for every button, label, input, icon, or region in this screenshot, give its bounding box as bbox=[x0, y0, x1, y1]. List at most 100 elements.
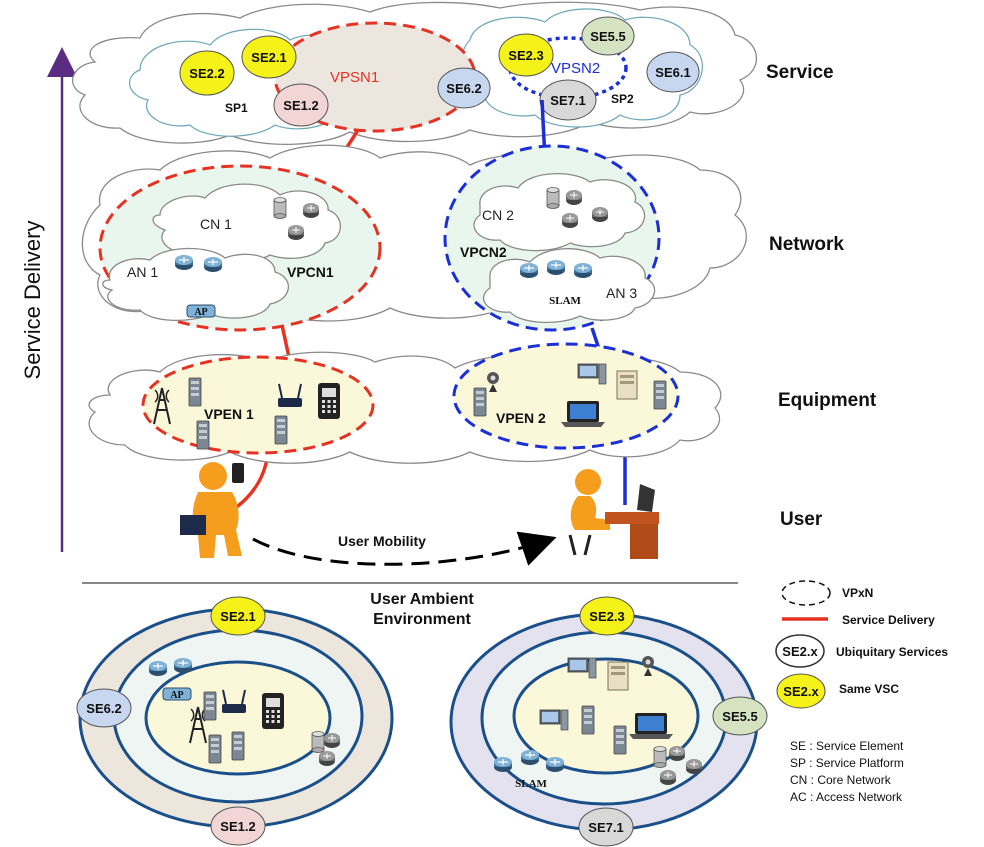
vpen2-label: VPEN 2 bbox=[496, 410, 546, 426]
ambient-left-se-left: SE6.2 bbox=[76, 688, 132, 728]
cn2-label: CN 2 bbox=[482, 207, 514, 223]
server-icon bbox=[613, 725, 627, 755]
router-icon bbox=[561, 212, 579, 229]
svg-text:SE2.x: SE2.x bbox=[783, 684, 819, 699]
svg-text:SE7.1: SE7.1 bbox=[588, 820, 623, 835]
svg-text:SE2.1: SE2.1 bbox=[251, 50, 286, 65]
ambient-title-line2: Environment bbox=[373, 611, 471, 628]
router-icon bbox=[546, 259, 566, 276]
vpsn2-label: VPSN2 bbox=[551, 60, 600, 77]
ambient-title-line1: User Ambient bbox=[370, 591, 474, 608]
router-icon bbox=[565, 189, 583, 206]
axis-label: Service Delivery bbox=[20, 221, 45, 380]
svg-text:Ubiquitary Services: Ubiquitary Services bbox=[836, 645, 948, 659]
layer-label-user: User bbox=[780, 509, 823, 530]
svg-text:SE2.1: SE2.1 bbox=[220, 609, 255, 624]
server-icon bbox=[581, 705, 595, 735]
router-icon bbox=[573, 262, 593, 279]
router-icon bbox=[519, 262, 539, 279]
user-mobility-arrow bbox=[252, 531, 557, 566]
router-icon bbox=[520, 749, 540, 766]
svg-text:SE1.2: SE1.2 bbox=[220, 819, 255, 834]
legend-abbr-cn: CN : Core Network bbox=[790, 773, 892, 787]
laptop-icon bbox=[629, 713, 673, 739]
cn1-label: CN 1 bbox=[200, 216, 232, 232]
vpcn1-label: VPCN1 bbox=[287, 264, 334, 280]
vpsn2-boundary bbox=[508, 36, 628, 100]
svg-text:SE7.1: SE7.1 bbox=[550, 93, 585, 108]
beige-pc-icon bbox=[607, 661, 629, 691]
svg-text:SE6.2: SE6.2 bbox=[86, 701, 121, 716]
server-icon bbox=[203, 691, 217, 721]
se-node-se2-3: SE2.3 bbox=[498, 33, 554, 77]
router-icon bbox=[545, 756, 565, 773]
svg-text:Same VSC: Same VSC bbox=[839, 682, 899, 696]
layer-label-network: Network bbox=[769, 234, 844, 255]
legend-abbr-ac: AC : Access Network bbox=[790, 790, 903, 804]
router-icon bbox=[287, 224, 305, 241]
legend-item-service-delivery: Service Delivery bbox=[782, 613, 935, 627]
cn2-cloud bbox=[473, 173, 646, 252]
ambient-left-se-top: SE2.1 bbox=[210, 596, 266, 636]
router-icon bbox=[493, 756, 513, 773]
router-icon bbox=[659, 769, 677, 786]
svg-text:SE6.1: SE6.1 bbox=[655, 65, 690, 80]
legend-abbr-sp: SP : Service Platform bbox=[790, 756, 904, 770]
layer-label-equipment: Equipment bbox=[778, 390, 877, 411]
mobile-phone-icon bbox=[318, 383, 340, 419]
sp2-label: SP2 bbox=[611, 92, 634, 106]
router-icon bbox=[685, 758, 703, 775]
server-icon bbox=[274, 415, 288, 445]
server-icon bbox=[473, 387, 487, 417]
svg-text:AP: AP bbox=[194, 307, 207, 318]
legend-abbr-se: SE : Service Element bbox=[790, 739, 904, 753]
router-icon bbox=[203, 256, 223, 273]
slam-icon: SLAM bbox=[549, 295, 581, 307]
router-icon bbox=[302, 202, 320, 219]
laptop-icon bbox=[561, 401, 605, 427]
router-icon bbox=[174, 254, 194, 271]
server-icon bbox=[208, 734, 222, 764]
svg-text:SE6.2: SE6.2 bbox=[446, 81, 481, 96]
se-node-se5-5: SE5.5 bbox=[581, 16, 635, 56]
an3-label: AN 3 bbox=[606, 285, 637, 301]
router-icon bbox=[318, 750, 336, 767]
cn1-cloud bbox=[152, 183, 342, 264]
legend: VPxN Service Delivery SE2.x Ubiquitary S… bbox=[775, 580, 948, 804]
ambient-right bbox=[449, 612, 759, 832]
layer-label-service: Service bbox=[766, 62, 834, 83]
an1-cloud bbox=[102, 247, 290, 322]
ambient-right-se-top: SE2.3 bbox=[579, 596, 635, 636]
sp1-label: SP1 bbox=[225, 101, 248, 115]
vpsn1-label: VPSN1 bbox=[330, 69, 379, 86]
svg-text:SE1.2: SE1.2 bbox=[283, 98, 318, 113]
storage-icon bbox=[653, 746, 667, 768]
svg-text:SE5.5: SE5.5 bbox=[722, 709, 757, 724]
mobile-phone-icon bbox=[262, 693, 284, 729]
server-icon bbox=[231, 731, 245, 761]
se-node-se6-2: SE6.2 bbox=[437, 67, 491, 109]
legend-item-same-vsc: SE2.x Same VSC bbox=[776, 673, 899, 709]
ambient-left-se-bottom: SE1.2 bbox=[210, 806, 266, 846]
svg-text:SE2.3: SE2.3 bbox=[589, 609, 624, 624]
mobile-user-icon bbox=[180, 462, 244, 558]
user-mobility-label: User Mobility bbox=[338, 533, 426, 549]
svg-text:SE5.5: SE5.5 bbox=[590, 29, 625, 44]
se-node-se6-1: SE6.1 bbox=[646, 51, 700, 93]
vpen2-boundary bbox=[452, 342, 680, 450]
svg-text:SE2.3: SE2.3 bbox=[508, 48, 543, 63]
server-icon bbox=[196, 420, 210, 450]
svg-text:SE2.x: SE2.x bbox=[782, 644, 818, 659]
storage-icon bbox=[311, 731, 325, 753]
router-icon bbox=[323, 732, 341, 749]
se-node-se2-1: SE2.1 bbox=[241, 35, 297, 79]
ap-icon: AP bbox=[162, 687, 192, 701]
an1-label: AN 1 bbox=[127, 264, 158, 280]
se-node-se1-2: SE1.2 bbox=[273, 83, 329, 127]
ambient-right-se-right: SE5.5 bbox=[712, 696, 768, 736]
server-icon bbox=[188, 377, 202, 407]
se-node-se7-1: SE7.1 bbox=[539, 79, 597, 121]
server-icon bbox=[653, 380, 667, 410]
router-icon bbox=[591, 206, 609, 223]
